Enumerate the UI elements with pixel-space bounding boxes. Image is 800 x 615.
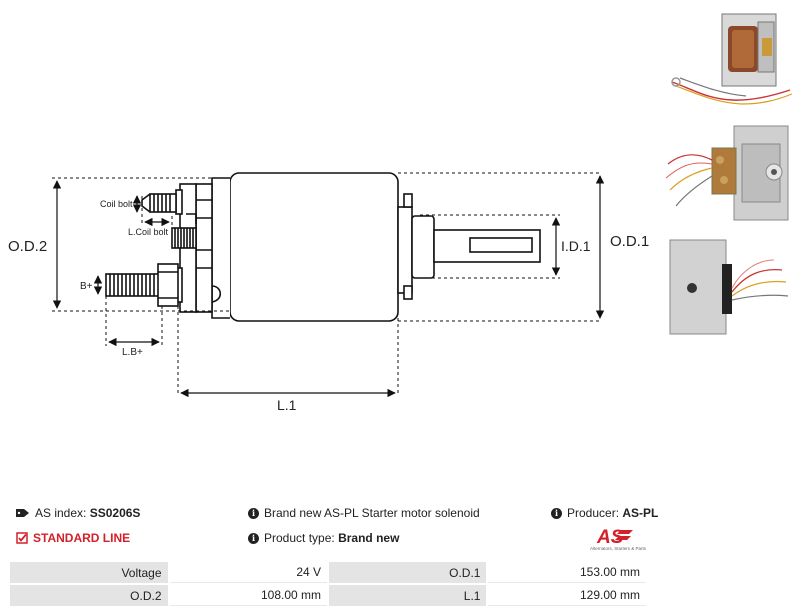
product-type-value: Brand new <box>338 531 400 545</box>
product-photo-back[interactable] <box>662 234 798 339</box>
as-index-row: AS index: SS0206S <box>16 506 140 520</box>
od1-label: O.D.1 <box>610 233 649 250</box>
as-index-value: SS0206S <box>89 506 141 520</box>
param-value: 108.00 mm <box>169 585 328 606</box>
logo-text: AS <box>596 527 624 548</box>
logo-subtitle: Alternators, Starters & Parts <box>589 546 647 551</box>
producer-value: AS-PL <box>622 506 659 520</box>
bplus-label: B+ <box>80 281 93 292</box>
l1-label: L.1 <box>277 397 297 413</box>
coil-bolt-label: Coil bolt <box>100 199 133 209</box>
param-label: Voltage <box>10 562 168 583</box>
param-label: O.D.2 <box>10 585 168 606</box>
solenoid-body <box>229 172 399 322</box>
as-index-label: AS index: <box>35 506 87 520</box>
param-label: O.D.1 <box>329 562 487 583</box>
producer-row: i Producer: AS-PL <box>551 506 658 520</box>
solenoid-technical-drawing: O.D.2 O.D.1 I.D.1 L.1 L.B+ B+ Coil bolt … <box>8 172 649 413</box>
product-photo-top[interactable] <box>662 120 798 225</box>
producer-label: Producer: <box>567 506 620 520</box>
tag-icon <box>16 509 29 517</box>
param-value: 129.00 mm <box>488 585 646 606</box>
info-icon: i <box>248 507 259 519</box>
table-row: Voltage 24 V O.D.1 153.00 mm <box>10 562 646 583</box>
id1-label: I.D.1 <box>561 238 591 254</box>
product-type-label: Product type: <box>264 531 335 545</box>
standard-line-row: STANDARD LINE <box>16 531 130 545</box>
standard-line-label: STANDARD LINE <box>33 531 131 545</box>
param-value: 153.00 mm <box>488 562 646 583</box>
description-row: i Brand new AS-PL Starter motor solenoid <box>248 506 480 520</box>
product-type-row: i Product type: Brand new <box>248 531 399 545</box>
lbplus-label: L.B+ <box>122 347 143 358</box>
product-description: Brand new AS-PL Starter motor solenoid <box>264 506 480 520</box>
l-coil-bolt-label: L.Coil bolt <box>128 227 169 237</box>
parameters-table: Voltage 24 V O.D.1 153.00 mm O.D.2 108.0… <box>8 560 648 608</box>
od2-label: O.D.2 <box>8 238 47 255</box>
checkbox-checked-icon <box>16 532 28 544</box>
info-icon: i <box>248 532 259 544</box>
as-pl-logo[interactable]: AS <box>583 524 651 554</box>
param-label: L.1 <box>329 585 487 606</box>
product-photo-side[interactable] <box>662 4 798 109</box>
info-icon: i <box>551 507 562 519</box>
param-value: 24 V <box>169 562 328 583</box>
table-row: O.D.2 108.00 mm L.1 129.00 mm <box>10 585 646 606</box>
